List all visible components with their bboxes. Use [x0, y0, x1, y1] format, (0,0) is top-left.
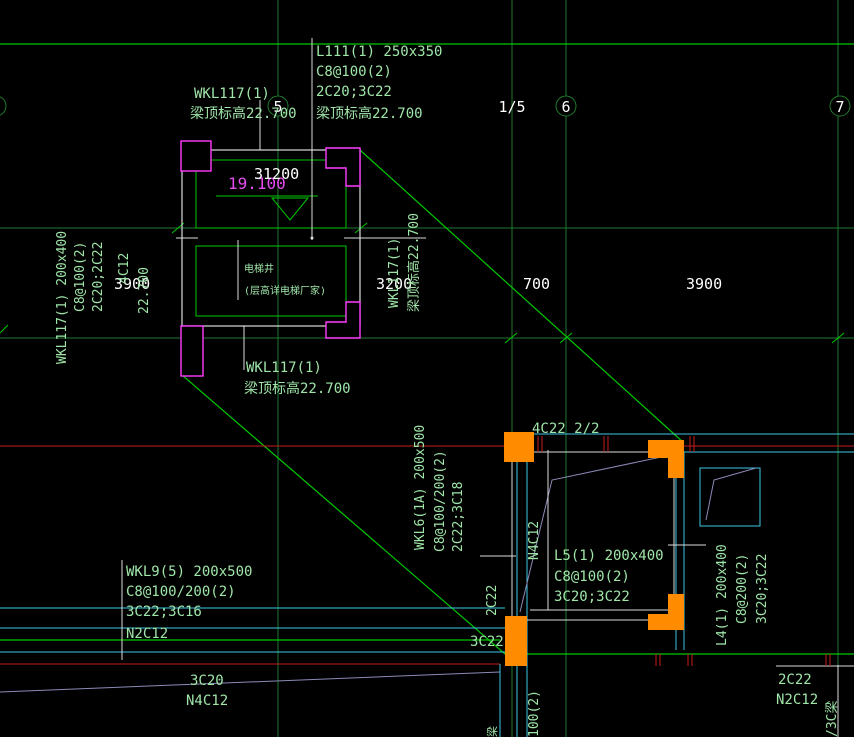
red-hash-marks — [537, 436, 831, 666]
l5-line1: L5(1) 200x400 — [554, 548, 664, 564]
green-construction-lines — [0, 43, 854, 661]
column-magenta-tl[interactable] — [180, 140, 212, 172]
axis-label-5: 5 — [273, 98, 282, 116]
shaft-text-2: (层高详电梯厂家) — [244, 284, 326, 297]
bottom-vertical-1: 100(2) — [527, 690, 542, 737]
diagonal-line-upper — [359, 149, 685, 444]
dim-31200: 31200 — [254, 165, 299, 183]
column-magenta-bl[interactable] — [180, 325, 204, 377]
beam-label-l4: L4(1) 200x400 C8@200(2) 3C20;3C22 — [715, 544, 770, 646]
column-magenta-tr[interactable] — [325, 147, 361, 187]
l4-line3: 3C20;3C22 — [755, 554, 770, 624]
axis-label-1-5: 1/5 — [498, 98, 525, 116]
l4-line2: C8@200(2) — [735, 554, 750, 624]
beam-label-l111: L111(1) 250x350 C8@100(2) 2C20;3C22 梁顶标高… — [316, 44, 442, 122]
column-orange-bl[interactable] — [505, 616, 527, 666]
beam-label-wkl117-left: WKL117(1) 200x400 C8@100(2) 2C20;2C22 4C… — [55, 231, 152, 364]
wkl117-top-line2: 梁顶标高22.700 — [190, 105, 297, 122]
l4-line1: L4(1) 200x400 — [715, 544, 730, 646]
wkl9-line1: WKL9(5) 200x500 — [126, 564, 252, 580]
n4c12-label: N4C12 — [186, 693, 228, 709]
wkl117-right-line2: 梁顶标高22.700 — [406, 213, 422, 312]
dim-3900-right: 3900 — [686, 275, 722, 293]
beam-label-wkl6: WKL6(1A) 200x500 C8@100/200(2) 2C22;3C18 — [413, 425, 466, 552]
elevator-shaft-block[interactable]: 19.100 31200 电梯井 (层高详电梯厂家) — [176, 38, 426, 377]
dim-3200: 3200 — [376, 275, 412, 293]
l111-line4: 梁顶标高22.700 — [316, 105, 423, 122]
wkl117-right-line1: WKL117(1) — [387, 238, 402, 308]
l111-line2: C8@100(2) — [316, 64, 392, 80]
beam-label-wkl117-top: WKL117(1) 梁顶标高22.700 — [190, 86, 297, 122]
axis-bubbles: 5 1/5 6 7 — [0, 95, 851, 117]
wkl6-line2: C8@100/200(2) — [433, 450, 448, 552]
beam-outlines-bottom — [121, 451, 854, 737]
l111-line1: L111(1) 250x350 — [316, 44, 442, 60]
wkl6-line1: WKL6(1A) 200x500 — [413, 425, 428, 550]
wkl117-left-line4: 4C12 — [117, 253, 132, 284]
axis-label-6: 6 — [561, 98, 570, 116]
wkl117-left-line1: WKL117(1) 200x400 — [55, 231, 70, 364]
beam-label-l5: L5(1) 200x400 C8@100(2) 3C20;3C22 — [554, 548, 664, 605]
dim-700: 700 — [523, 275, 550, 293]
wkl117-left-line3: 2C20;2C22 — [91, 242, 106, 312]
wkl6-line3: 2C22;3C18 — [451, 482, 466, 552]
wkl117-top-line1: WKL117(1) — [194, 86, 270, 102]
wkl117-left-line2: C8@100(2) — [73, 242, 88, 312]
diagonal-line-lower — [181, 374, 513, 661]
beam-label-wkl117-bottom: WKL117(1) 梁顶标高22.700 — [244, 360, 351, 397]
n2c12-right-label: N2C12 — [776, 692, 818, 708]
wkl9-line2: C8@100/200(2) — [126, 584, 236, 600]
wkl9-line4: N2C12 — [126, 626, 168, 642]
elevation-label: 19.100 — [228, 174, 286, 193]
c3c22-label: 3C22 — [470, 634, 504, 650]
rebar-4c22-label: 4C22 2/2 — [532, 421, 599, 437]
c2c22-right-label: 2C22 — [778, 672, 812, 688]
c2c22-vertical: 2C22 — [485, 585, 500, 616]
wkl117-bottom-line1: WKL117(1) — [246, 360, 322, 376]
wkl9-line3: 3C22;3C16 — [126, 604, 202, 620]
wkl117-bottom-line2: 梁顶标高22.700 — [244, 380, 351, 397]
bottom-vertical-3: /3C梁 — [825, 701, 840, 737]
beam-label-wkl9: WKL9(5) 200x500 C8@100/200(2) 3C22;3C16 … — [126, 564, 252, 642]
l111-line3: 2C20;3C22 — [316, 84, 392, 100]
n4c12-vertical: N4C12 — [527, 521, 542, 560]
wkl117-left-line5: 22.700 — [137, 267, 152, 314]
dim-3900-left: 3900 — [114, 275, 150, 293]
c3c20-label: 3C20 — [190, 673, 224, 689]
red-lines — [0, 445, 854, 665]
beam-label-wkl117-right: WKL117(1) 梁顶标高22.700 — [387, 213, 422, 312]
column-orange-tl[interactable] — [504, 432, 534, 462]
l5-line2: C8@100(2) — [554, 569, 630, 585]
column-magenta-br[interactable] — [325, 301, 361, 339]
l5-line3: 3C20;3C22 — [554, 589, 630, 605]
bottom-vertical-2: 梁 — [485, 726, 499, 737]
shaft-text-1: 电梯井 — [244, 262, 274, 275]
axis-label-7: 7 — [835, 98, 844, 116]
orange-columns — [504, 432, 684, 666]
column-orange-tr[interactable] — [648, 440, 684, 478]
column-orange-br[interactable] — [648, 594, 684, 630]
